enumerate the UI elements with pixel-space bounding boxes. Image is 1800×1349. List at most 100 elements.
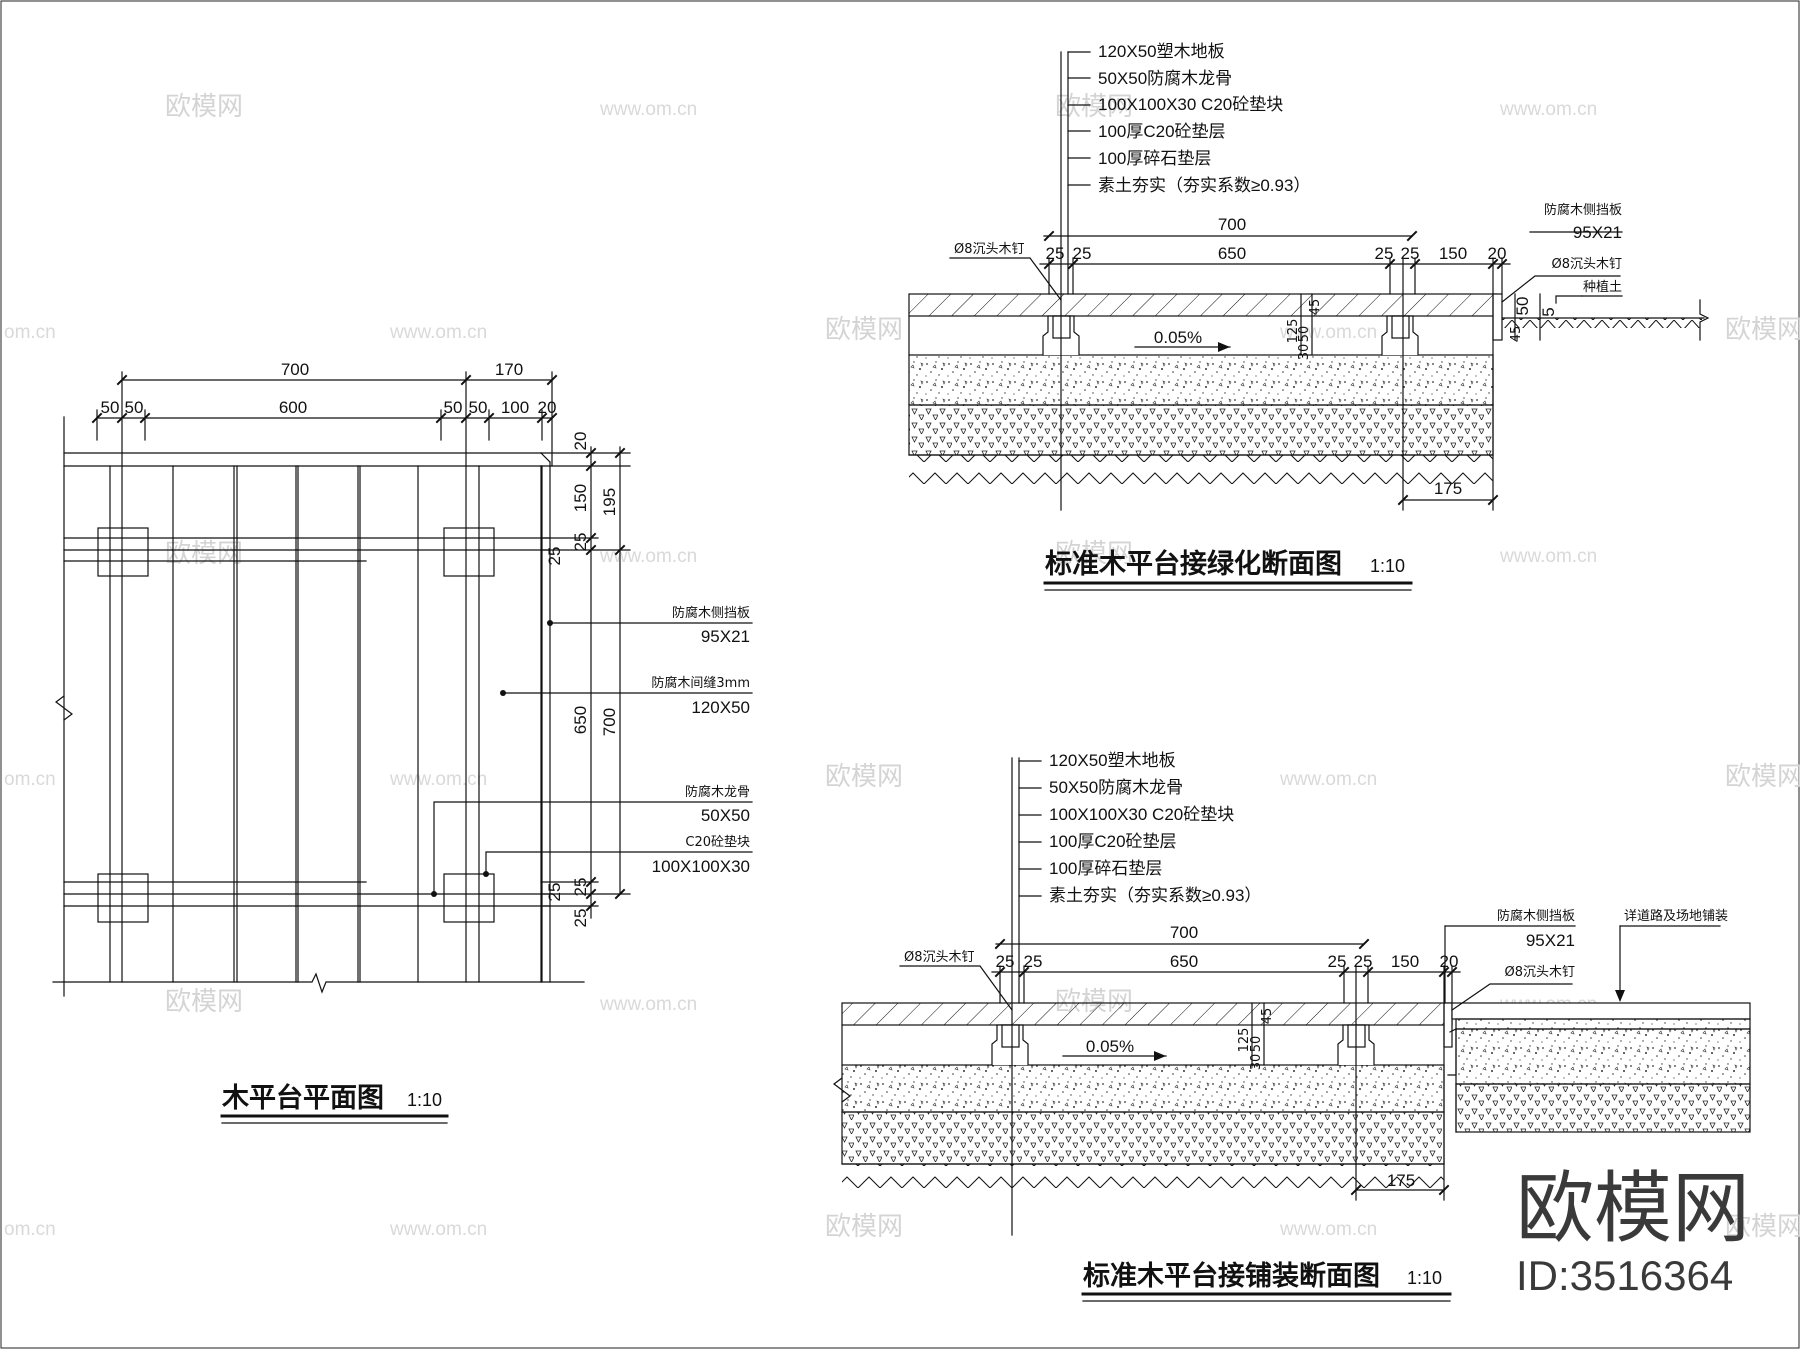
green-bottom-175: 175 — [1434, 479, 1462, 498]
green-vdim-125: 125 — [1286, 319, 1301, 344]
plan-dim-50a: 50 — [101, 398, 120, 417]
green-slope: 0.05% — [1154, 328, 1202, 347]
watermark-5-2: www.om.cn — [1279, 1219, 1377, 1240]
paving-dim-150: 150 — [1391, 952, 1419, 971]
watermark-1-0: www.om.cn — [389, 322, 487, 343]
paving-layer-3: 100X100X30 C20砼垫块 — [1049, 805, 1234, 824]
plan-side-25e: 25 — [545, 883, 564, 902]
watermark-2-2: 欧模网 — [1055, 539, 1133, 569]
plan-label-block: C20砼垫块 — [685, 834, 750, 850]
paving-sideboard-label: 防腐木侧挡板 — [1497, 908, 1575, 924]
paving-vdim-30: 30 — [1249, 1054, 1264, 1071]
green-layer-5: 100厚碎石垫层 — [1098, 149, 1211, 168]
paving-nail-right: Ø8沉头木钉 — [1504, 965, 1575, 980]
green-layer-2: 50X50防腐木龙骨 — [1098, 69, 1232, 88]
watermark-edge-3: om.cn — [4, 769, 56, 790]
green-layer-3: 100X100X30 C20砼垫块 — [1098, 95, 1283, 114]
watermark-5-3: 欧模网 — [1725, 1212, 1800, 1242]
paving-dim-25d: 25 — [1354, 952, 1373, 971]
watermark-0-1: www.om.cn — [599, 99, 697, 120]
watermark-edge-5: om.cn — [4, 1219, 56, 1240]
plan-side-25d: 25 — [545, 547, 564, 566]
green-vdim-50: 50 — [1297, 326, 1312, 343]
paving-dim-20: 20 — [1440, 952, 1459, 971]
watermark-1-3: 欧模网 — [1725, 315, 1800, 345]
watermark-edge-1: om.cn — [4, 322, 56, 343]
plan-side-150: 150 — [571, 484, 590, 512]
plan-side-700: 700 — [600, 708, 619, 736]
paving-dim-25b: 25 — [1024, 952, 1043, 971]
paving-dim-25a: 25 — [996, 952, 1015, 971]
plan-label-joist-size: 50X50 — [701, 806, 750, 825]
paving-dim-25c: 25 — [1328, 952, 1347, 971]
plan-label-side-board-size: 95X21 — [701, 627, 750, 646]
watermark-0-3: www.om.cn — [1499, 99, 1597, 120]
watermark-5-0: www.om.cn — [389, 1219, 487, 1240]
watermark-2-0: 欧模网 — [165, 539, 243, 569]
green-nail-label: Ø8沉头木钉 — [954, 242, 1025, 257]
plan-label-joist: 防腐木龙骨 — [685, 784, 750, 800]
green-dim-700: 700 — [1218, 215, 1246, 234]
watermark-2-1: www.om.cn — [599, 546, 697, 567]
green-dim-25d: 25 — [1401, 244, 1420, 263]
plan-dim-50d: 50 — [469, 398, 488, 417]
paving-slope: 0.05% — [1086, 1037, 1134, 1056]
green-soil-label: 种植土 — [1583, 280, 1622, 295]
green-vdim-45: 45 — [1308, 299, 1323, 316]
green-dim-25c: 25 — [1375, 244, 1394, 263]
brand-logo-text: 欧模网 — [1516, 1164, 1750, 1254]
plan-dim-50c: 50 — [444, 398, 463, 417]
plan-dim-50b: 50 — [125, 398, 144, 417]
plan-dim-700: 700 — [281, 360, 309, 379]
paving-dim-700: 700 — [1170, 923, 1198, 942]
plan-dim-100: 100 — [501, 398, 529, 417]
plan-side-25c: 25 — [571, 909, 590, 928]
plan-label-gap: 防腐木间缝3mm — [651, 675, 750, 691]
plan-side-20: 20 — [571, 432, 590, 451]
green-scale: 1:10 — [1370, 556, 1405, 576]
plan-dim-20: 20 — [538, 398, 557, 417]
plan-leader-dots — [431, 620, 553, 897]
paving-sideboard-size: 95X21 — [1526, 931, 1575, 950]
green-dim-150: 150 — [1439, 244, 1467, 263]
plan-label-gap-size: 120X50 — [691, 698, 750, 717]
paving-title: 标准木平台接铺装断面图 — [1083, 1260, 1380, 1292]
paving-dim-650: 650 — [1170, 952, 1198, 971]
green-dim-20: 20 — [1488, 244, 1507, 263]
paving-nail-label: Ø8沉头木钉 — [904, 950, 975, 965]
section-green — [908, 51, 1710, 511]
paving-note: 详道路及场地铺装 — [1624, 908, 1728, 924]
plan-label-block-size: 100X100X30 — [652, 857, 750, 876]
plan-dim-170: 170 — [495, 360, 523, 379]
green-vdim-45b: 45 — [1509, 326, 1524, 343]
paving-vdim-45: 45 — [1260, 1008, 1275, 1025]
green-sideboard-size: 95X21 — [1573, 223, 1622, 242]
watermark-4-0: 欧模网 — [165, 987, 243, 1017]
plan-view — [52, 371, 753, 997]
paving-layer-5: 100厚碎石垫层 — [1049, 859, 1162, 878]
paving-layer-4: 100厚C20砼垫层 — [1049, 832, 1177, 851]
green-dim-25b: 25 — [1073, 244, 1092, 263]
green-sideboard-label: 防腐木侧挡板 — [1544, 202, 1622, 218]
green-layer-1: 120X50塑木地板 — [1098, 42, 1225, 61]
green-dim-650: 650 — [1218, 244, 1246, 263]
watermark-3-1: 欧模网 — [825, 762, 903, 792]
watermark-layer: 欧模网 www.om.cn 欧模网 www.om.cn www.om.cn 欧模网 www.… — [4, 92, 1800, 1242]
plan-side-25a: 25 — [571, 533, 590, 552]
plan-side-25b: 25 — [571, 878, 590, 897]
green-vdim-5: 5 — [1539, 307, 1558, 316]
watermark-5-1: 欧模网 — [825, 1212, 903, 1242]
watermark-3-3: 欧模网 — [1725, 762, 1800, 792]
green-layer-4: 100厚C20砼垫层 — [1098, 122, 1226, 141]
green-vdim-30: 30 — [1297, 344, 1312, 361]
plan-side-195: 195 — [600, 488, 619, 516]
watermark-0-0: 欧模网 — [165, 92, 243, 122]
plan-label-side-board: 防腐木侧挡板 — [672, 605, 750, 621]
section-paving — [833, 757, 1751, 1236]
paving-layer-2: 50X50防腐木龙骨 — [1049, 778, 1183, 797]
plan-scale: 1:10 — [407, 1090, 442, 1110]
watermark-3-0: www.om.cn — [389, 769, 487, 790]
paving-vdim-50: 50 — [1249, 1036, 1264, 1053]
green-vdim-50b: 50 — [1513, 297, 1532, 316]
